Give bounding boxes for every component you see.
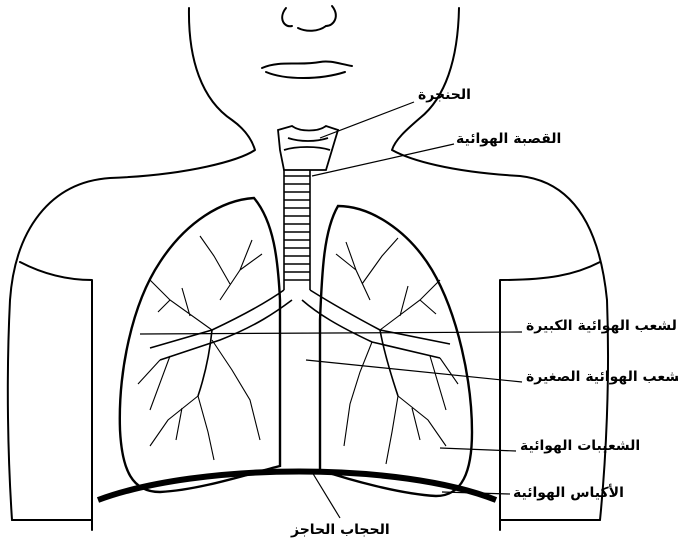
label-diaphragm: الحجاب الحاجز xyxy=(291,523,390,537)
larynx-shape xyxy=(278,126,338,170)
left-lung xyxy=(120,198,280,492)
body-outline xyxy=(8,8,608,530)
right-lung xyxy=(320,206,472,496)
trachea-shape xyxy=(284,170,310,290)
label-larynx: الحنجرة xyxy=(418,88,471,102)
label-secondary-bronchi: الشعب الهوائية الصغيرة xyxy=(526,370,678,384)
label-bronchioles: الشعيبات الهوائية xyxy=(520,439,640,453)
label-trachea: القصبة الهوائية xyxy=(456,132,561,146)
bronchial-tree xyxy=(138,236,458,464)
label-alveoli: الأكياس الهوائية xyxy=(513,486,624,500)
leader-lines xyxy=(140,102,522,518)
label-primary-bronchi: الشعب الهوائية الكبيرة xyxy=(526,319,678,333)
primary-bronchi xyxy=(150,290,450,396)
face xyxy=(262,6,352,78)
